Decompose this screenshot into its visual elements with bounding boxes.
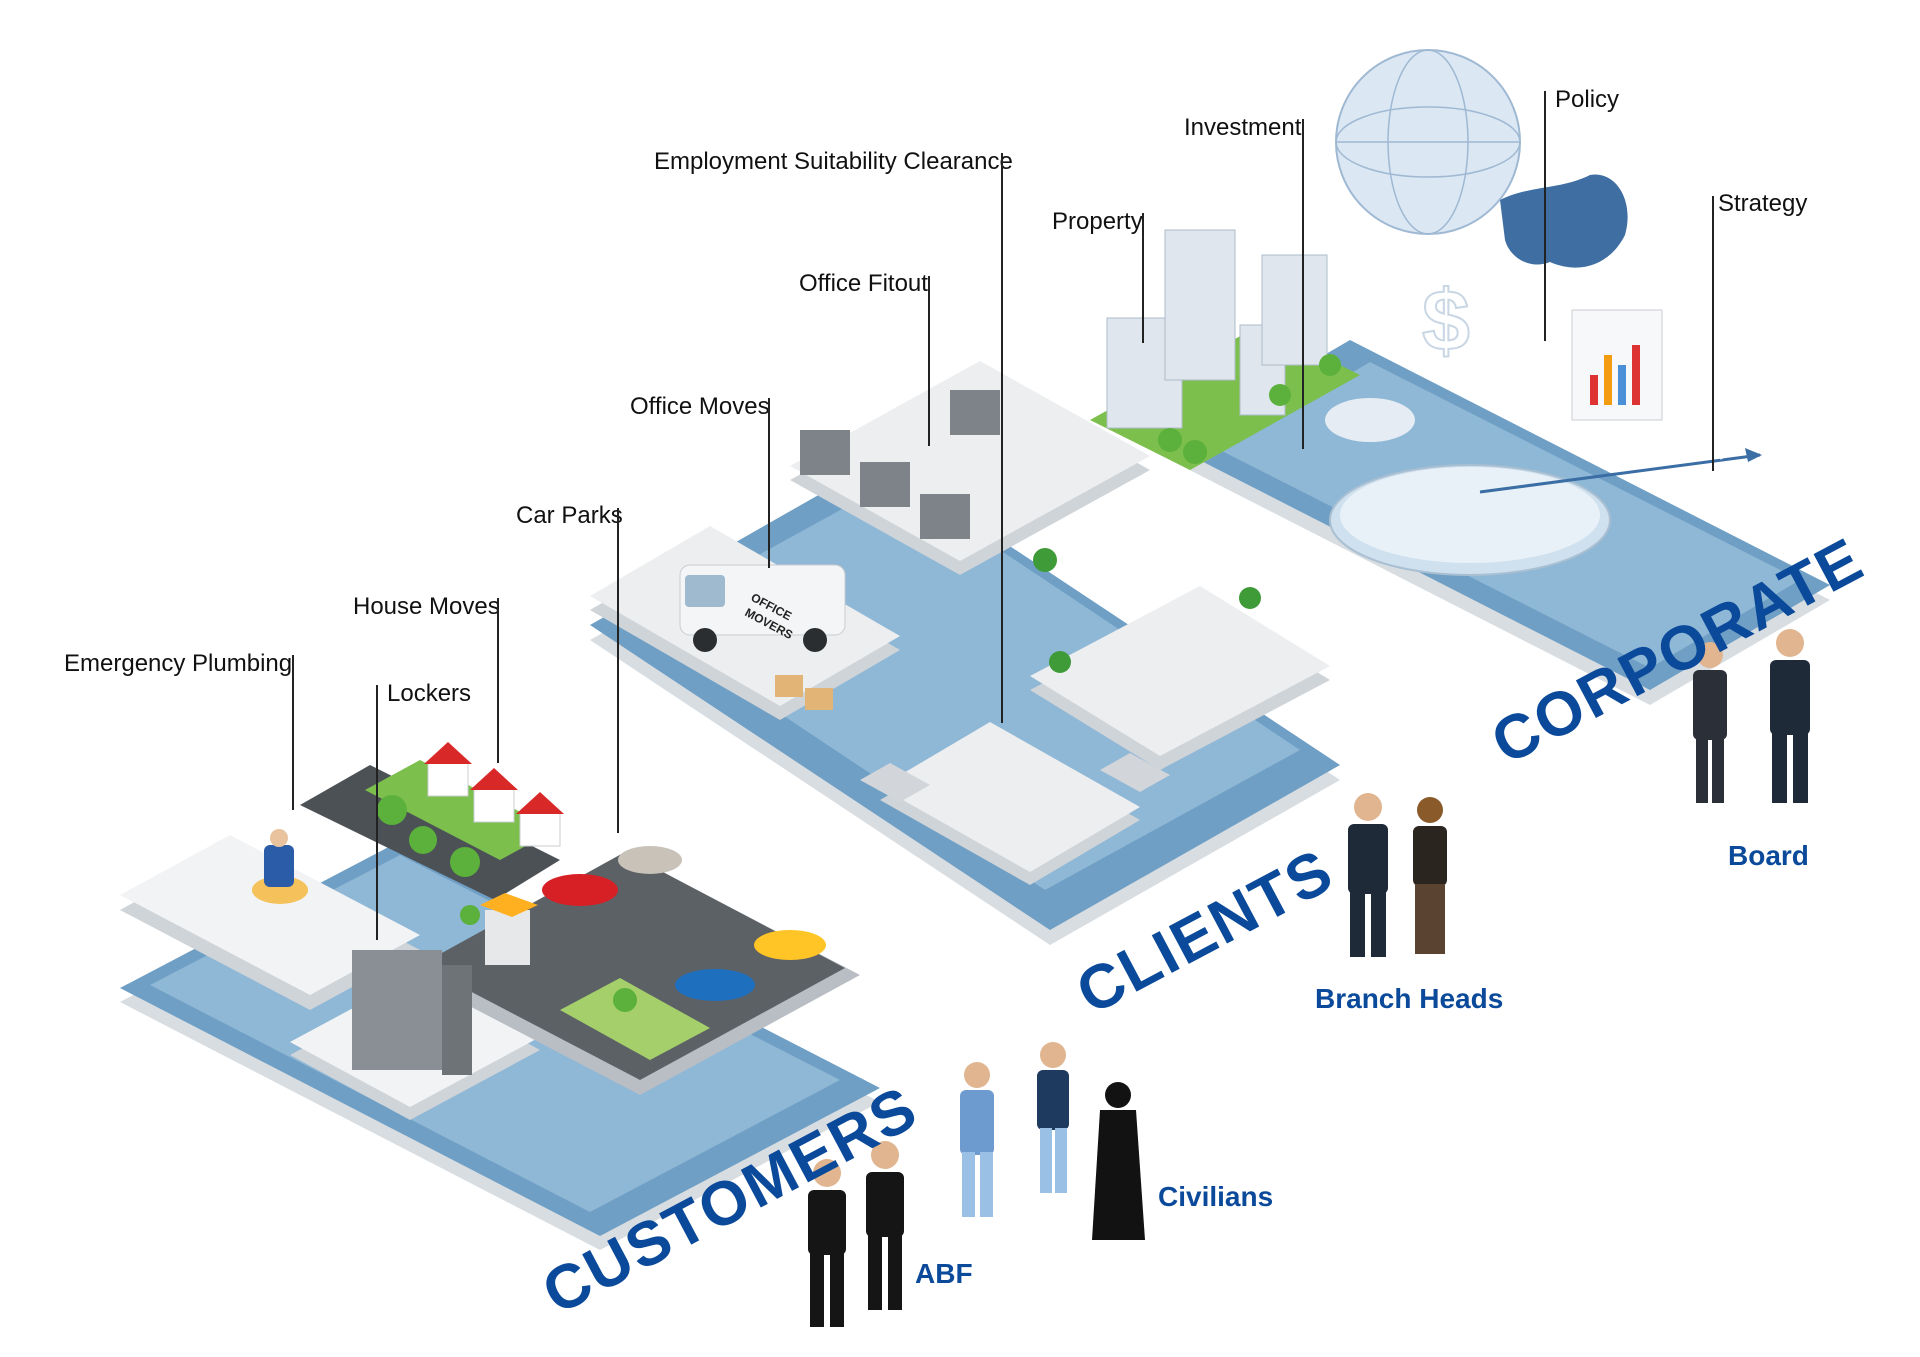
corporate-platform xyxy=(1090,49,1830,705)
leader-property xyxy=(1142,213,1144,343)
clients-platform xyxy=(590,361,1340,945)
callout-strategy: Strategy xyxy=(1718,190,1808,217)
leader-investment xyxy=(1302,119,1304,449)
callout-lockers: Lockers xyxy=(387,680,472,707)
callout-property: Property xyxy=(1052,208,1143,235)
callout-car-parks: Car Parks xyxy=(516,502,623,529)
group-label-board: Board xyxy=(1728,840,1809,871)
figure-branch-head-man xyxy=(1348,793,1388,957)
callout-policy: Policy xyxy=(1555,86,1620,113)
figure-civilian-woman xyxy=(1037,1042,1069,1193)
callout-emergency-plumbing: Emergency Plumbing xyxy=(64,650,293,677)
leader-emergency-plumbing xyxy=(292,655,294,810)
callout-investment: Investment xyxy=(1184,114,1302,141)
leader-policy xyxy=(1544,91,1546,341)
leader-lockers xyxy=(376,685,378,940)
dollar-sign-icon: $ xyxy=(1422,273,1470,369)
figure-branch-head-woman xyxy=(1413,797,1447,954)
leader-strategy xyxy=(1712,196,1714,471)
leader-employment-suitability-clearance xyxy=(1001,153,1003,723)
callout-employment-suitability-clearance: Employment Suitability Clearance xyxy=(654,148,1013,175)
figure-police-officer-1 xyxy=(808,1159,846,1327)
figure-police-officer-2 xyxy=(866,1141,904,1310)
figure-civilian-man xyxy=(960,1062,994,1217)
figure-board-man xyxy=(1770,629,1810,803)
figure-board-woman xyxy=(1693,642,1727,803)
leader-office-moves xyxy=(768,398,770,568)
leader-office-fitout xyxy=(928,276,930,446)
callout-office-fitout: Office Fitout xyxy=(799,270,928,297)
group-label-civilians: Civilians xyxy=(1158,1181,1274,1212)
group-label-branch-heads: Branch Heads xyxy=(1315,983,1504,1014)
leader-house-moves xyxy=(497,598,499,763)
leader-car-parks xyxy=(617,508,619,833)
figure-civilian-hijab xyxy=(1092,1082,1145,1240)
callout-office-moves: Office Moves xyxy=(630,393,770,420)
group-label-abf: ABF xyxy=(915,1258,973,1289)
customers-platform xyxy=(120,742,880,1250)
callout-house-moves: House Moves xyxy=(353,593,500,620)
